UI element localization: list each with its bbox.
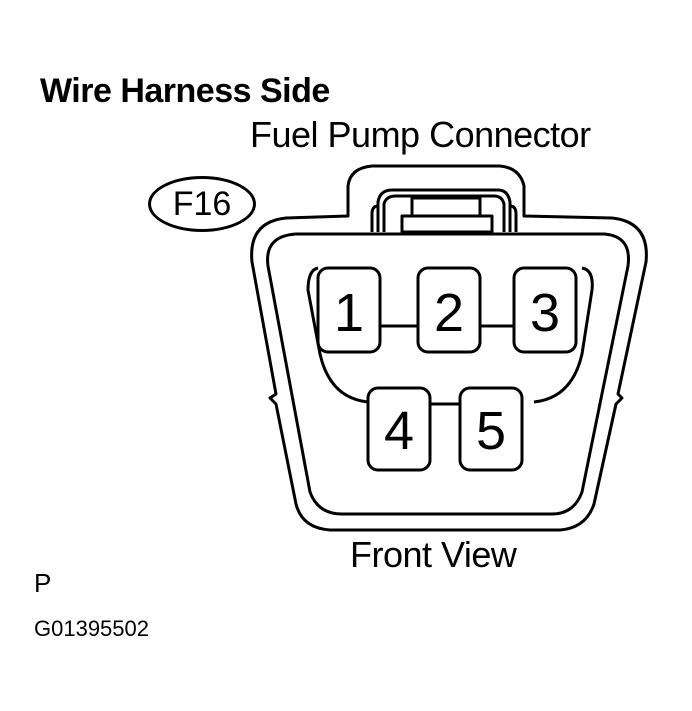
figure-id: G01395502	[34, 616, 149, 641]
connector-code-badge: F16	[148, 176, 256, 232]
pin-cavity-outline	[306, 266, 594, 404]
pin-2-terminal	[416, 266, 482, 354]
pin-4-terminal	[366, 386, 432, 472]
pin-5-terminal	[458, 386, 524, 472]
connector-latch	[376, 188, 512, 232]
connector-name: Fuel Pump Connector	[250, 114, 591, 155]
pin-4-label: 4	[384, 401, 414, 461]
corner-letter: P	[34, 568, 52, 598]
connector-latch-inner	[382, 194, 506, 232]
pin-1-label: 1	[334, 283, 364, 343]
connector-code: F16	[172, 184, 232, 223]
diagram-title: Wire Harness Side	[40, 72, 330, 110]
pin-5-label: 5	[476, 401, 506, 461]
pin-2-label: 2	[434, 283, 464, 343]
latch-side-left	[370, 204, 379, 232]
pin-3-terminal	[512, 266, 578, 354]
latch-base	[400, 214, 494, 234]
latch-side-right	[509, 204, 518, 232]
latch-tab	[410, 196, 482, 218]
pin-1-terminal	[316, 266, 382, 354]
connector-outer-housing	[250, 164, 648, 532]
pin-3-label: 3	[530, 283, 560, 343]
connector-inner-housing	[266, 232, 630, 516]
view-label: Front View	[350, 534, 517, 575]
